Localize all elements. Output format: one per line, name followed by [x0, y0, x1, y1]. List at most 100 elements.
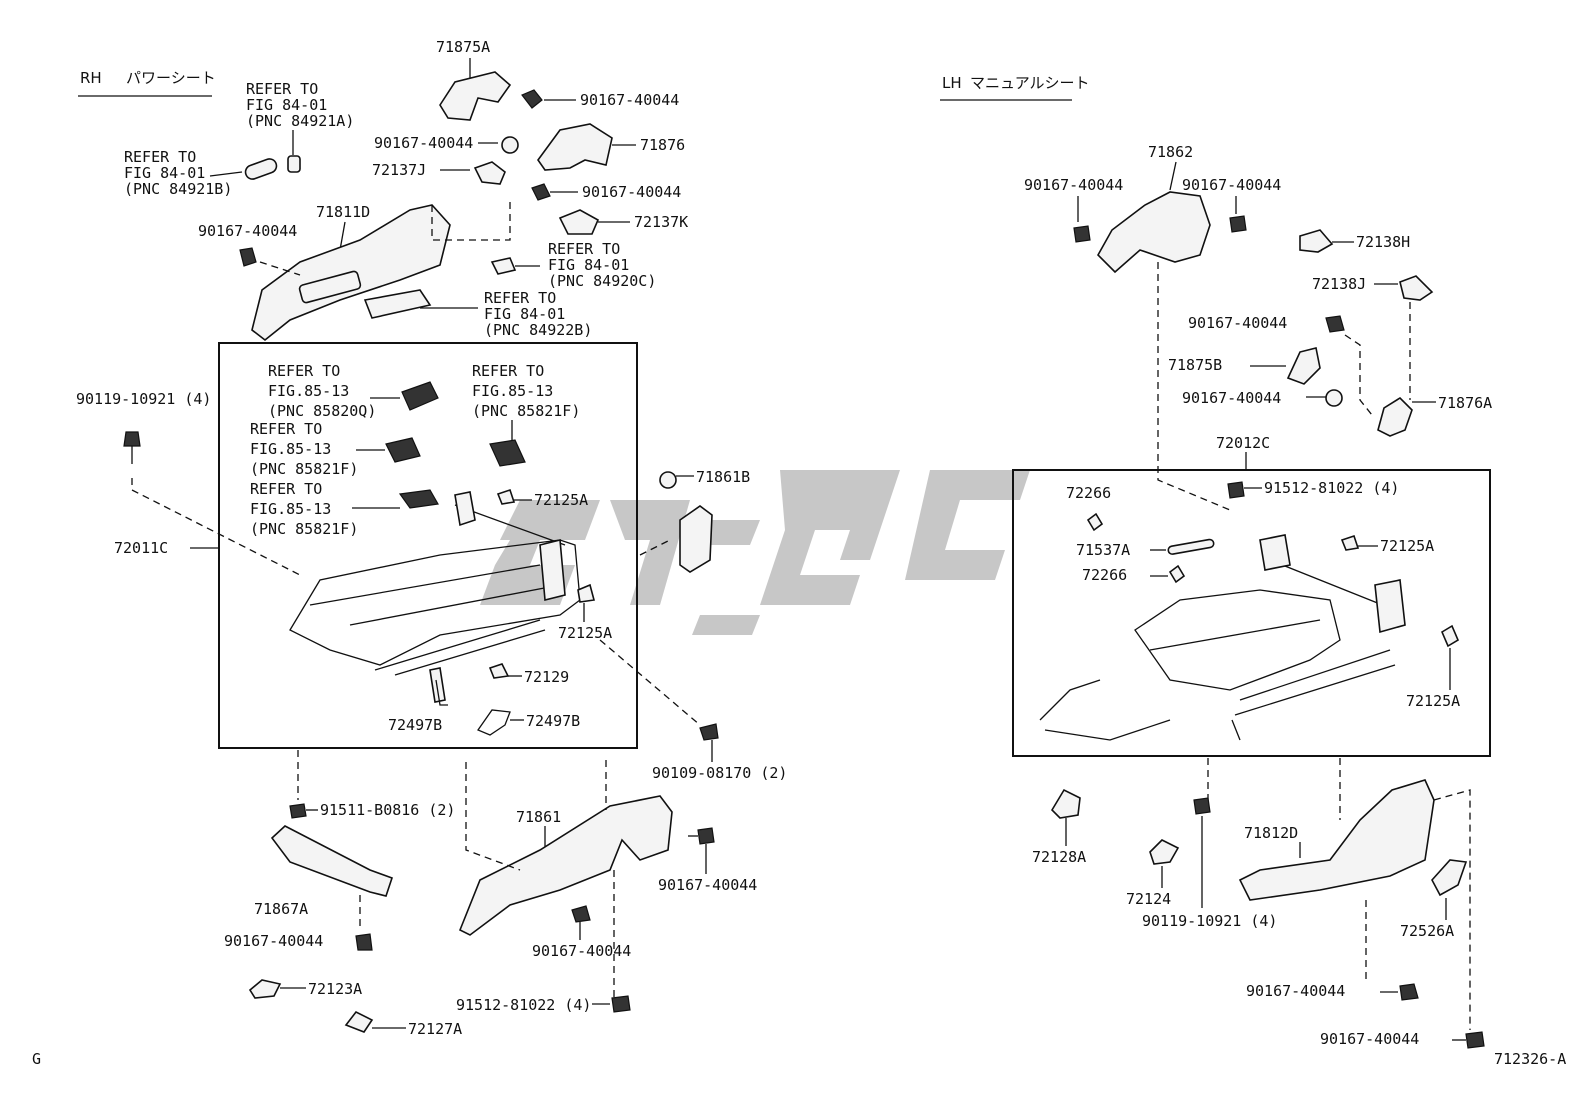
- clip-72266-a: [1086, 512, 1104, 532]
- label-90167-e: 90167-40044: [658, 876, 757, 894]
- clip-72125a-rh-a: [496, 488, 516, 505]
- rh-side-label: RH: [80, 69, 102, 87]
- svg-text:(PNC 85820Q): (PNC 85820Q): [268, 402, 376, 420]
- bolt-91511: [289, 803, 307, 819]
- label-90167-d: 90167-40044: [198, 222, 297, 240]
- lh-header: LH マニュアルシート: [940, 74, 1090, 101]
- clip-90167-g: [571, 905, 591, 923]
- label-71861b: 71861B: [696, 468, 750, 486]
- svg-text:(PNC 84921B): (PNC 84921B): [124, 180, 232, 198]
- label-71876a: 71876A: [1438, 394, 1492, 412]
- seat-frame-rh: [289, 491, 581, 703]
- figure-id: 712326-A: [1494, 1050, 1566, 1068]
- clip-90167-b: [501, 136, 519, 154]
- bolt-91512-rh: [611, 995, 631, 1013]
- label-90119-rh: 90119-10921 (4): [76, 390, 211, 408]
- motor-85821f-b: [489, 439, 526, 467]
- clip-90167-e: [697, 827, 715, 845]
- label-72266-b: 72266: [1082, 566, 1127, 584]
- label-91512-rh: 91512-81022 (4): [456, 996, 591, 1014]
- part-72124: [1149, 839, 1180, 865]
- lh-side-label: LH: [942, 74, 962, 92]
- rh-header: RH パワーシート: [78, 69, 216, 97]
- svg-text:FIG.85-13: FIG.85-13: [268, 382, 349, 400]
- watermark-logo: [480, 470, 1030, 635]
- label-72137j: 72137J: [372, 161, 426, 179]
- part-72137j: [473, 161, 506, 185]
- part-71876a: [1377, 396, 1413, 437]
- label-90167-g: 90167-40044: [532, 942, 631, 960]
- svg-text:(PNC 84921A): (PNC 84921A): [246, 112, 354, 130]
- label-71812d: 71812D: [1244, 824, 1298, 842]
- bolt-91512-lh: [1227, 481, 1245, 499]
- label-72497b-a: 72497B: [388, 716, 442, 734]
- label-71811d: 71811D: [316, 203, 370, 221]
- refer-note-84921b: REFER TO FIG 84-01 (PNC 84921B): [124, 148, 232, 198]
- part-72526a: [1431, 859, 1468, 897]
- part-72138j: [1399, 275, 1434, 301]
- clip-90167-lh-c: [1325, 315, 1345, 333]
- bolt-90109: [699, 723, 719, 741]
- refer-note-85821f-b: REFER TO FIG.85-13 (PNC 85821F): [250, 420, 358, 478]
- label-90167-lh-f: 90167-40044: [1320, 1030, 1419, 1048]
- clip-90167-a: [521, 89, 543, 109]
- label-72125a-lh-a: 72125A: [1380, 537, 1434, 555]
- label-71875b: 71875B: [1168, 356, 1222, 374]
- label-72125a-rh-b: 72125A: [558, 624, 612, 642]
- part-72127a: [344, 1010, 374, 1033]
- refer-note-85820q: REFER TO FIG.85-13 (PNC 85820Q): [268, 362, 376, 420]
- label-72526a: 72526A: [1400, 922, 1454, 940]
- motor-85820q: [401, 381, 439, 411]
- label-71537a: 71537A: [1076, 541, 1130, 559]
- wire-72497b-a: [435, 679, 448, 706]
- label-72125a-lh-b: 72125A: [1406, 692, 1460, 710]
- part-71537a: [1167, 538, 1215, 555]
- label-90167-lh-b: 90167-40044: [1182, 176, 1281, 194]
- label-72266-a: 72266: [1066, 484, 1111, 502]
- part-71867a: [270, 825, 394, 897]
- pnc-84921a-part: [287, 155, 301, 173]
- label-72011c: 72011C: [114, 539, 168, 557]
- pnc-84921b-part: [244, 158, 278, 180]
- refer-note-84922b: REFER TO FIG 84-01 (PNC 84922B): [484, 289, 592, 339]
- label-71867a: 71867A: [254, 900, 308, 918]
- refer-note-85821f-c: REFER TO FIG.85-13 (PNC 85821F): [250, 480, 358, 538]
- pnc-84922b-part: [363, 289, 432, 319]
- label-90109: 90109-08170 (2): [652, 764, 787, 782]
- label-71876: 71876: [640, 136, 685, 154]
- clip-72129: [488, 663, 510, 679]
- label-90167-c: 90167-40044: [582, 183, 681, 201]
- svg-text:FIG.85-13: FIG.85-13: [250, 440, 331, 458]
- clip-72125a-lh-b: [1440, 624, 1460, 648]
- clip-90167-lh-d: [1325, 389, 1343, 407]
- part-71875b: [1286, 347, 1321, 385]
- svg-text:(PNC 85821F): (PNC 85821F): [472, 402, 580, 420]
- svg-text:REFER TO: REFER TO: [472, 362, 544, 380]
- part-71812d: [1238, 779, 1435, 901]
- label-90167-a: 90167-40044: [580, 91, 679, 109]
- svg-text:FIG 84-01: FIG 84-01: [246, 96, 327, 114]
- label-71861: 71861: [516, 808, 561, 826]
- clip-72125a-rh-b: [577, 583, 596, 603]
- svg-text:REFER TO: REFER TO: [548, 240, 620, 258]
- svg-text:REFER TO: REFER TO: [246, 80, 318, 98]
- rh-seat-frame-box: [218, 342, 638, 749]
- part-71861: [458, 795, 673, 936]
- lh-seat-type: マニュアルシート: [970, 74, 1090, 92]
- label-90167-f: 90167-40044: [224, 932, 323, 950]
- clip-90167-lh-f: [1465, 1031, 1485, 1049]
- label-90167-b: 90167-40044: [374, 134, 473, 152]
- pnc-84920c-part: [490, 257, 517, 275]
- wire-72497b-b: [477, 709, 511, 736]
- label-72138h: 72138H: [1356, 233, 1410, 251]
- svg-text:FIG 84-01: FIG 84-01: [484, 305, 565, 323]
- svg-text:(PNC 85821F): (PNC 85821F): [250, 460, 358, 478]
- part-71876: [537, 123, 613, 171]
- clip-72125a-lh-a: [1340, 534, 1360, 551]
- label-72123a: 72123A: [308, 980, 362, 998]
- bolt-90119-lh: [1193, 797, 1211, 815]
- knob-71861b: [679, 505, 713, 573]
- label-91511: 91511-B0816 (2): [320, 801, 455, 819]
- label-90167-lh-d: 90167-40044: [1182, 389, 1281, 407]
